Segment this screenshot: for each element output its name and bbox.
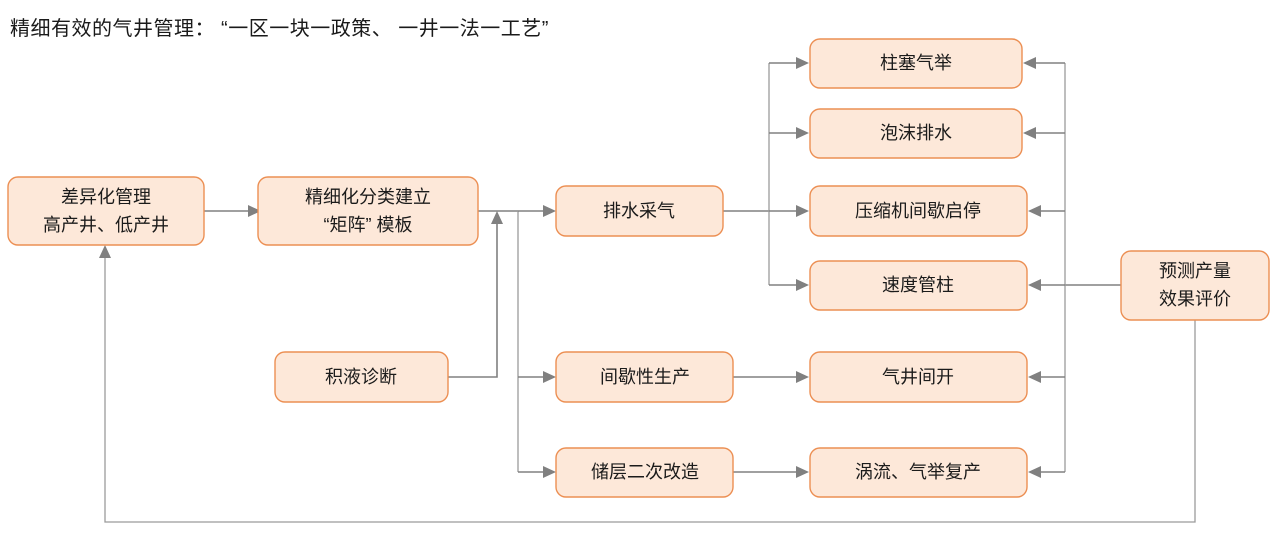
node-intermittent-production[interactable]: 间歇性生产 [555,351,734,403]
node-compressor-intermittent-startstop[interactable]: 压缩机间歇启停 [809,185,1028,237]
node-foam-dewatering-label: 泡沫排水 [880,123,952,143]
arrow-trunk-n8 [796,127,809,139]
arrow-trunk-n10 [796,279,809,291]
arrow-n13-n1-loop [99,245,111,258]
node-gas-well-intermittent-opening-shape[interactable] [809,351,1028,403]
arrow-n3-n2 [491,211,503,224]
node-production-forecast-evaluation-shape[interactable] [1120,250,1270,321]
node-velocity-string-shape[interactable] [809,260,1028,311]
node-production-forecast-evaluation[interactable]: 预测产量 效果评价 [1120,250,1270,321]
node-production-forecast-evaluation-label-line1: 预测产量 [1159,261,1231,281]
arrow-trunk-n6 [543,466,556,478]
node-compressor-intermittent-startstop-label: 压缩机间歇启停 [855,201,981,221]
edge-n3-n2 [448,224,498,378]
node-differentiated-management-shape[interactable] [7,176,205,246]
arrow-trunk-n10-back [1028,279,1041,291]
node-gas-well-intermittent-opening[interactable]: 气井间开 [809,351,1028,403]
node-gas-well-intermittent-opening-label: 气井间开 [882,367,954,387]
arrow-trunk-n11-back [1028,371,1041,383]
arrow-trunk-n4 [543,205,556,217]
node-reservoir-restimulation-label: 储层二次改造 [591,462,699,482]
node-fine-classification-matrix-label-line1: 精细化分类建立 [305,187,431,207]
node-reservoir-restimulation[interactable]: 储层二次改造 [555,447,734,498]
node-intermittent-production-label: 间歇性生产 [600,367,690,387]
arrow-trunk-n5 [543,371,556,383]
arrow-trunk-n9-back [1028,205,1041,217]
node-dewatering-gas-production[interactable]: 排水采气 [555,185,724,237]
arrow-trunk-n7-back [1023,57,1036,69]
page-title: 精细有效的气井管理： “一区一块一政策、 一井一法一工艺” [10,18,549,40]
node-vortex-gaslift-restoration[interactable]: 涡流、气举复产 [809,447,1028,498]
node-liquid-loading-diagnosis[interactable]: 积液诊断 [274,351,449,403]
arrow-trunk-n7 [796,57,809,69]
node-fine-classification-matrix[interactable]: 精细化分类建立 “矩阵” 模板 [257,176,479,246]
node-liquid-loading-diagnosis-label: 积液诊断 [325,367,397,387]
node-vortex-gaslift-restoration-label: 涡流、气举复产 [855,462,981,482]
node-vortex-gaslift-restoration-shape[interactable] [809,447,1028,498]
connector-layer [99,57,1196,523]
node-differentiated-management-label-line1: 差异化管理 [61,187,151,207]
node-velocity-string-label: 速度管柱 [882,275,954,295]
arrow-n5-n11 [796,371,809,383]
node-plunger-lift-shape[interactable] [809,38,1023,89]
node-dewatering-gas-production-shape[interactable] [555,185,724,237]
node-differentiated-management[interactable]: 差异化管理 高产井、低产井 [7,176,205,246]
node-liquid-loading-diagnosis-shape[interactable] [274,351,449,403]
node-differentiated-management-label-line2: 高产井、低产井 [43,215,169,235]
node-foam-dewatering-shape[interactable] [809,108,1023,159]
node-velocity-string[interactable]: 速度管柱 [809,260,1028,311]
node-dewatering-gas-production-label: 排水采气 [603,201,675,221]
arrow-n1-n2 [248,205,261,217]
arrow-trunk-n12-back [1028,466,1041,478]
arrow-n6-n12 [796,466,809,478]
arrow-trunk-n9 [796,205,809,217]
node-plunger-lift[interactable]: 柱塞气举 [809,38,1023,89]
node-fine-classification-matrix-shape[interactable] [257,176,479,246]
node-plunger-lift-label: 柱塞气举 [880,53,952,73]
node-foam-dewatering[interactable]: 泡沫排水 [809,108,1023,159]
edge-n13-n1-loop [104,258,1196,523]
node-intermittent-production-shape[interactable] [555,351,734,403]
arrow-trunk-n8-back [1023,127,1036,139]
node-fine-classification-matrix-label-line2: “矩阵” 模板 [324,215,413,235]
node-compressor-intermittent-startstop-shape[interactable] [809,185,1028,237]
node-reservoir-restimulation-shape[interactable] [555,447,734,498]
node-production-forecast-evaluation-label-line2: 效果评价 [1159,289,1231,309]
